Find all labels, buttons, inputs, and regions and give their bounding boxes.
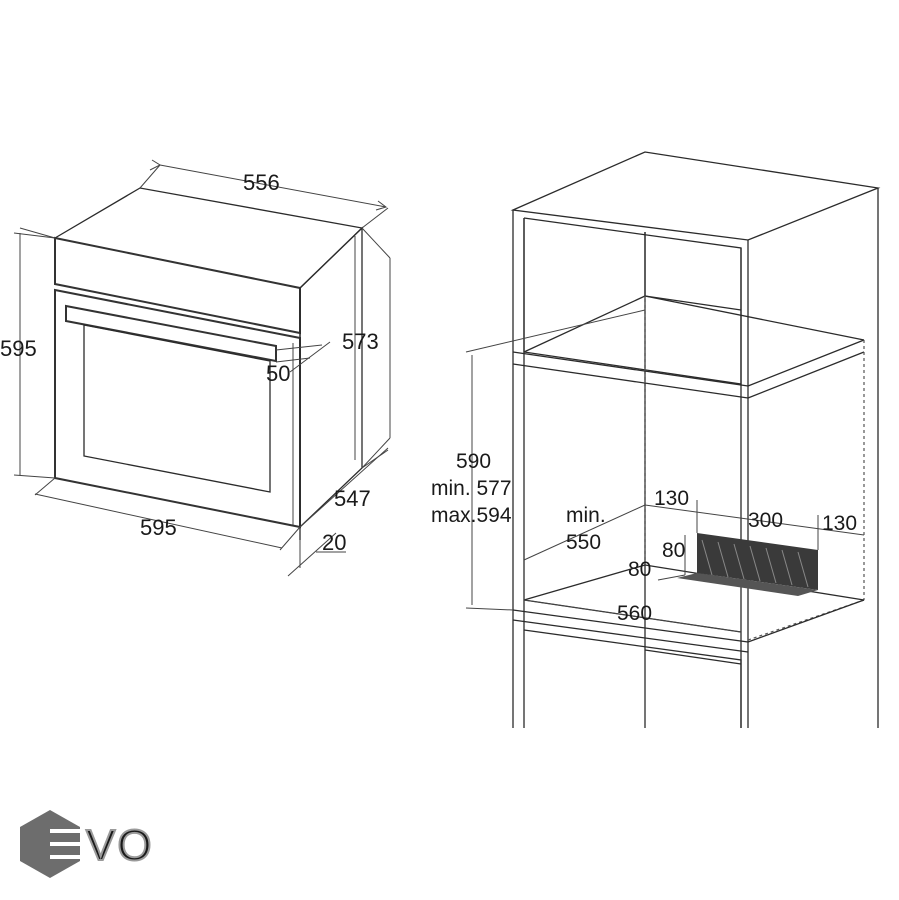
dim-handle-offset: 50 (266, 361, 290, 386)
dim-top-depth: 556 (243, 170, 280, 195)
cabinet-top (510, 151, 881, 241)
cabinet-drawing: 590 min. 577 max.594 min. 550 130 300 13… (431, 151, 881, 728)
dim-body-depth: 547 (334, 486, 371, 511)
dim-vent-width: 300 (748, 509, 783, 532)
oven-window (83, 324, 271, 493)
dim-vent-height: 80 (628, 558, 651, 581)
logo-text: VO (86, 821, 154, 870)
dim-width: 595 (140, 515, 177, 540)
dim-niche-height-min: min. 577 (431, 477, 512, 500)
vent-cutout-floor (677, 573, 818, 596)
dim-vent-depth: 80 (662, 539, 685, 562)
oven-side-face (299, 226, 363, 529)
dim-side-height: 573 (342, 329, 379, 354)
evo-logo: VO (20, 810, 154, 878)
dim-depth-min-value: 550 (566, 531, 601, 554)
oven-control-panel (54, 236, 301, 335)
dim-niche-height: 590 (456, 450, 491, 473)
dim-vent-side-right: 130 (822, 512, 857, 535)
oven-drawing: 556 595 573 50 595 547 20 (0, 159, 391, 577)
oven-handle (65, 304, 277, 363)
dim-vent-side-left: 130 (654, 487, 689, 510)
dim-depth-min-label: min. (566, 504, 606, 527)
dim-height: 595 (0, 336, 37, 361)
dim-front-thickness: 20 (322, 530, 346, 555)
dim-niche-width: 560 (617, 602, 652, 625)
dim-niche-height-max: max.594 (431, 504, 512, 527)
